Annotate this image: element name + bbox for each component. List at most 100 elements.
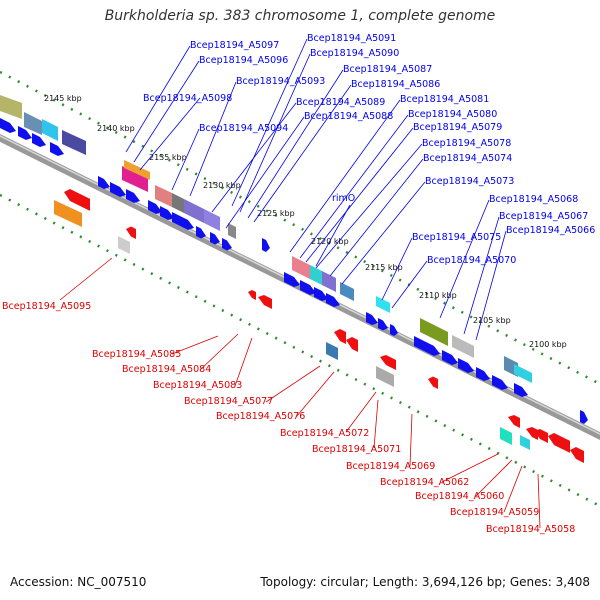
label-leader-line: [234, 337, 253, 387]
forward-gene-arrow[interactable]: [458, 358, 474, 373]
feature-block: [184, 199, 204, 223]
forward-gene-arrow[interactable]: [50, 142, 64, 156]
gene-label[interactable]: Bcep18194_A5066: [506, 225, 595, 236]
forward-gene-arrow[interactable]: [110, 182, 126, 197]
gene-label[interactable]: Bcep18194_A5088: [304, 111, 393, 122]
gene-label[interactable]: Bcep18194_A5059: [450, 507, 539, 518]
forward-gene-arrow[interactable]: [0, 118, 16, 133]
map-title: Burkholderia sp. 383 chromosome 1, compl…: [104, 8, 496, 24]
forward-gene-arrow[interactable]: [366, 312, 378, 325]
forward-gene-arrow[interactable]: [126, 189, 140, 203]
gene-label[interactable]: Bcep18194_A5077: [184, 396, 273, 407]
forward-gene-arrow[interactable]: [514, 383, 528, 397]
forward-gene-arrow[interactable]: [442, 350, 458, 365]
forward-gene-arrow[interactable]: [160, 206, 174, 220]
gene-label[interactable]: Bcep18194_A5075: [412, 232, 501, 243]
feature-block: [118, 236, 130, 254]
label-leader-line: [315, 143, 423, 269]
gene-label[interactable]: Bcep18194_A5093: [236, 76, 325, 87]
reverse-gene-arrow[interactable]: [428, 376, 438, 389]
gene-label[interactable]: Bcep18194_A5097: [190, 40, 279, 51]
gene-label[interactable]: Bcep18194_A5071: [312, 444, 401, 455]
gene-label[interactable]: Bcep18194_A5085: [92, 349, 181, 360]
gene-label[interactable]: Bcep18194_A5094: [199, 123, 288, 134]
reverse-gene-arrow[interactable]: [508, 414, 520, 428]
label-leader-line: [253, 84, 352, 223]
gene-label[interactable]: Bcep18194_A5070: [427, 255, 516, 266]
gene-label[interactable]: Bcep18194_A5062: [380, 477, 469, 488]
forward-gene-arrow[interactable]: [148, 200, 162, 214]
gene-label[interactable]: Bcep18194_A5084: [122, 364, 211, 375]
tick-2100: 2100 kbp: [529, 340, 567, 349]
reverse-gene-arrow[interactable]: [534, 428, 548, 443]
forward-gene-arrow[interactable]: [32, 133, 46, 147]
reverse-gene-arrow[interactable]: [570, 446, 584, 463]
gene-label[interactable]: Bcep18194_A5083: [153, 380, 242, 391]
forward-gene-arrow[interactable]: [580, 410, 588, 424]
forward-gene-arrow[interactable]: [222, 238, 232, 251]
forward-gene-arrow[interactable]: [492, 375, 508, 390]
reverse-gene-arrow[interactable]: [548, 432, 570, 453]
reverse-gene-arrows[interactable]: [64, 188, 584, 463]
forward-gene-arrow[interactable]: [390, 324, 398, 336]
forward-gene-arrow[interactable]: [378, 318, 388, 331]
reverse-gene-arrow[interactable]: [258, 294, 272, 309]
reverse-gene-arrow[interactable]: [380, 354, 396, 370]
label-leader-line: [537, 473, 541, 529]
forward-gene-arrow[interactable]: [314, 287, 328, 301]
gene-label[interactable]: Bcep18194_A5074: [423, 153, 512, 164]
gene-label[interactable]: Bcep18194_A5089: [296, 97, 385, 108]
gene-label[interactable]: Bcep18194_A5078: [422, 138, 511, 149]
gene-label[interactable]: rimO: [332, 193, 355, 204]
reverse-gene-arrow[interactable]: [248, 289, 256, 300]
gene-label[interactable]: Bcep18194_A5080: [408, 109, 497, 120]
gene-label[interactable]: Bcep18194_A5073: [425, 176, 514, 187]
gene-label[interactable]: Bcep18194_A5068: [489, 194, 578, 205]
gene-label[interactable]: Bcep18194_A5086: [351, 79, 440, 90]
forward-gene-arrow[interactable]: [300, 280, 316, 295]
forward-gene-arrow[interactable]: [326, 293, 340, 307]
label-leader-line: [329, 158, 424, 277]
reverse-gene-labels[interactable]: Bcep18194_A5095 Bcep18194_A5085 Bcep1819…: [2, 301, 575, 535]
gene-label[interactable]: Bcep18194_A5076: [216, 411, 305, 422]
gene-label[interactable]: Bcep18194_A5067: [499, 211, 588, 222]
reverse-gene-arrow[interactable]: [346, 336, 358, 352]
feature-block: [124, 160, 150, 180]
forward-gene-arrow[interactable]: [262, 238, 270, 252]
gene-label[interactable]: Bcep18194_A5060: [415, 491, 504, 502]
forward-gene-arrows[interactable]: [0, 118, 588, 424]
forward-gene-arrow[interactable]: [172, 212, 194, 230]
gene-label[interactable]: Bcep18194_A5091: [307, 33, 396, 44]
feature-block: [322, 271, 336, 292]
forward-gene-arrow[interactable]: [284, 272, 300, 287]
topology-text: Topology: circular; Length: 3,694,126 bp…: [260, 575, 590, 589]
forward-gene-arrow[interactable]: [210, 232, 220, 245]
reverse-gene-arrow[interactable]: [526, 426, 538, 440]
gene-label[interactable]: Bcep18194_A5087: [343, 64, 432, 75]
forward-gene-arrow[interactable]: [18, 126, 32, 140]
forward-label-leaders: [125, 38, 507, 341]
label-leader-line: [475, 230, 507, 341]
forward-gene-arrow[interactable]: [414, 336, 440, 356]
label-leader-line: [211, 102, 297, 213]
forward-gene-labels[interactable]: Bcep18194_A5097 Bcep18194_A5096 Bcep1819…: [143, 33, 595, 266]
forward-gene-arrow[interactable]: [98, 176, 110, 189]
gene-label[interactable]: Bcep18194_A5090: [310, 48, 399, 59]
gene-label[interactable]: Bcep18194_A5058: [486, 524, 575, 535]
reverse-gene-arrow[interactable]: [334, 328, 346, 344]
forward-gene-arrow[interactable]: [196, 226, 206, 239]
gene-label[interactable]: Bcep18194_A5081: [400, 94, 489, 105]
forward-gene-arrow[interactable]: [476, 367, 490, 381]
gene-label[interactable]: Bcep18194_A5095: [2, 301, 91, 312]
gene-label[interactable]: Bcep18194_A5069: [346, 461, 435, 472]
label-leader-line: [265, 365, 321, 403]
reverse-gene-arrow[interactable]: [126, 226, 136, 239]
reverse-gene-arrow[interactable]: [64, 188, 90, 211]
gene-label[interactable]: Bcep18194_A5096: [199, 55, 288, 66]
gene-label[interactable]: Bcep18194_A5098: [143, 93, 232, 104]
gene-label[interactable]: Bcep18194_A5079: [413, 122, 502, 133]
label-leader-line: [475, 459, 513, 497]
gene-label[interactable]: Bcep18194_A5072: [280, 428, 369, 439]
feature-block: [514, 364, 532, 383]
